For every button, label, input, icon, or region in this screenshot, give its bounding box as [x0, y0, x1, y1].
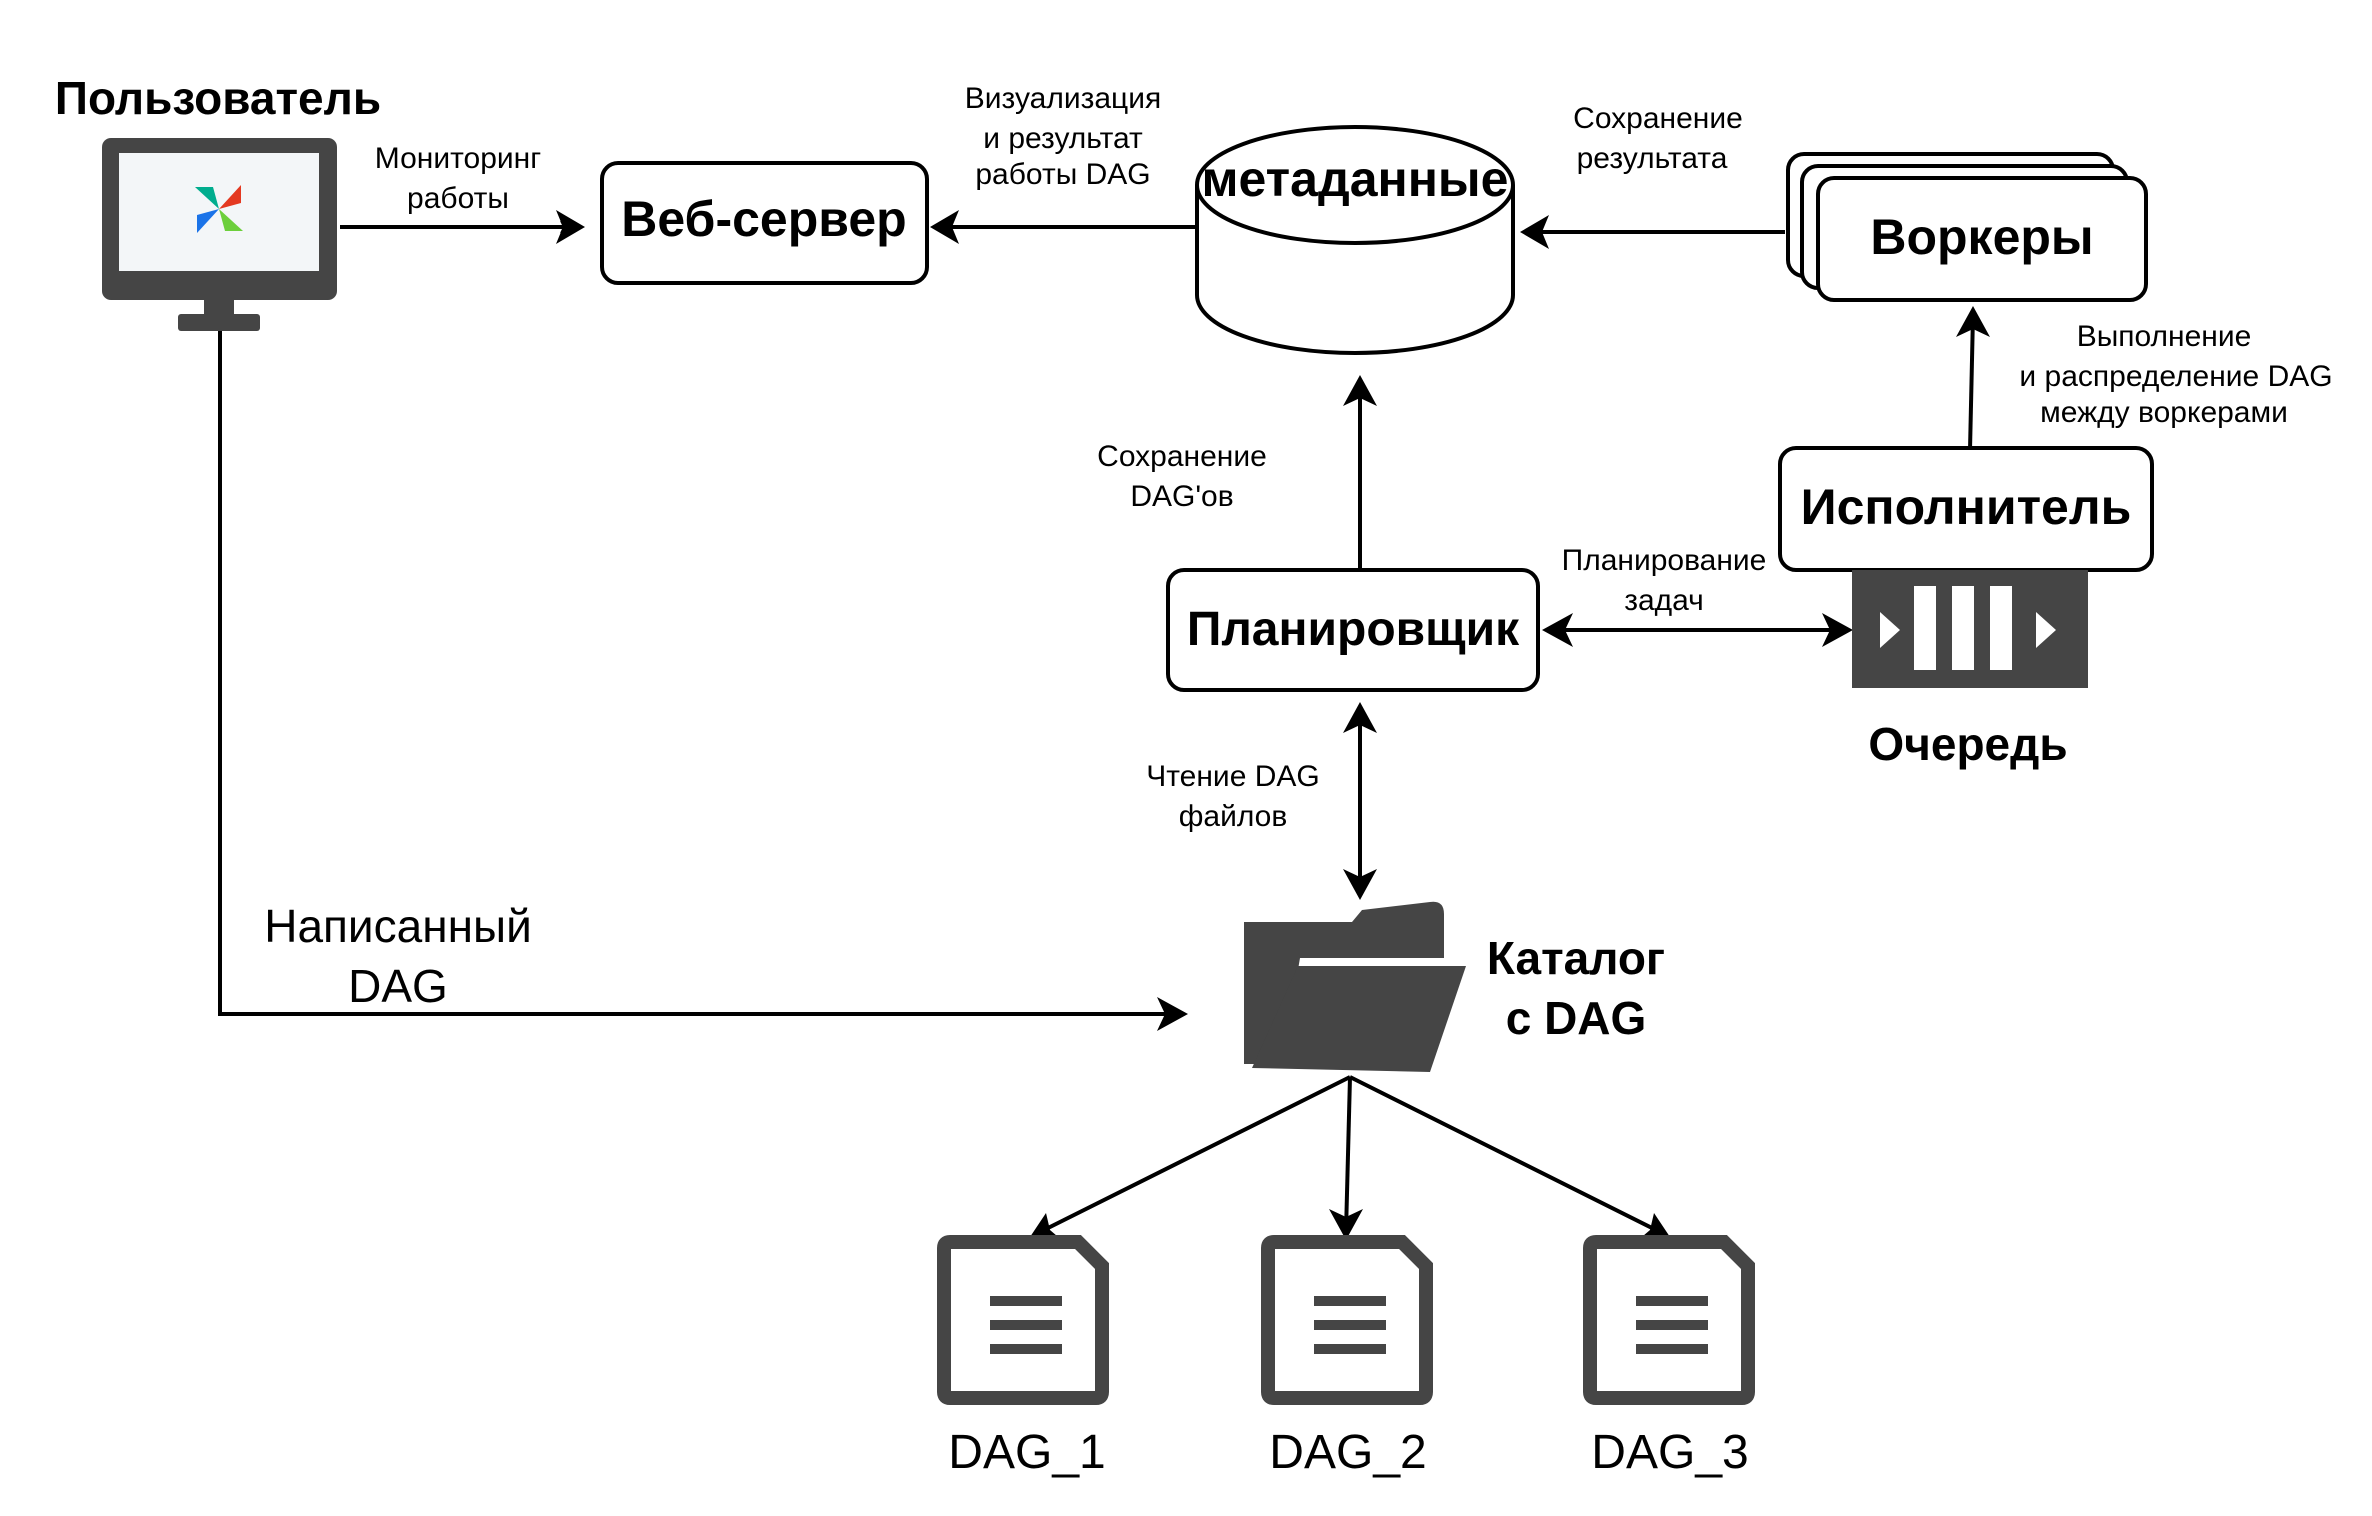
arrowhead-to-workers [1956, 306, 1990, 337]
arrowhead-queue-right [1822, 613, 1853, 647]
node-executor-label: Исполнитель [1801, 479, 2132, 535]
label-save-result-2: результата [1577, 142, 1728, 175]
edge-labels: Мониторинг работы Визуализация и результ… [375, 82, 2333, 833]
label-monitoring-2: работы [407, 182, 509, 215]
dag-file-label-2: DAG_2 [1269, 1426, 1426, 1479]
label-save-dags-2: DAG'ов [1130, 480, 1233, 513]
label-execution-3: между воркерами [2040, 396, 2288, 429]
edge-catalog-to-dag3 [1349, 1075, 1661, 1234]
label-monitoring-1: Мониторинг [375, 142, 541, 175]
dag-document-3 [1583, 1235, 1755, 1405]
edge-catalog-to-dag1 [1039, 1075, 1351, 1234]
label-read-dag-1: Чтение DAG [1146, 760, 1319, 793]
arrowhead-to-metadata-right [1520, 215, 1549, 249]
stacked-cards-icon [1786, 152, 2148, 302]
arrowhead-catalog-down [1343, 869, 1377, 900]
edge-user-to-catalog [218, 330, 1180, 1016]
node-catalog-label-2: с DAG [1506, 992, 1647, 1044]
arrowhead-to-dag3 [1636, 1213, 1672, 1242]
node-metadata-label: метаданные [1202, 151, 1509, 207]
label-execution-1: Выполнение [2077, 320, 2252, 353]
arrowhead-to-catalog [1157, 997, 1188, 1031]
monitor-foot [178, 314, 260, 331]
label-save-result-1: Сохранение [1573, 102, 1743, 135]
arrowheads [556, 210, 1990, 1242]
queue-icon [1852, 570, 2088, 688]
database-cylinder-icon [1195, 125, 1515, 355]
label-written-dag-2: DAG [348, 960, 448, 1012]
airflow-logo-icon [195, 185, 243, 233]
document-icon [1583, 1235, 1755, 1405]
arrowhead-to-webserver [556, 210, 585, 244]
scheduler-box [1166, 568, 1540, 692]
node-webserver-label: Веб-сервер [621, 191, 906, 247]
dag-file-label-1: DAG_1 [948, 1426, 1105, 1479]
arrowhead-catalog-up [1343, 702, 1377, 733]
arrowhead-to-dag2 [1329, 1209, 1363, 1240]
label-visualization-1: Визуализация [965, 82, 1161, 115]
label-planning-2: задач [1624, 584, 1704, 617]
arrowhead-to-metadata-up [1343, 375, 1377, 406]
label-save-dags-1: Сохранение [1097, 440, 1267, 473]
dag-document-1 [937, 1235, 1109, 1405]
dag-file-label-3: DAG_3 [1591, 1426, 1748, 1479]
label-read-dag-2: файлов [1179, 800, 1288, 833]
monitor-screen [119, 153, 319, 271]
document-icon [1261, 1235, 1433, 1405]
edges [218, 221, 1975, 1234]
node-workers-label: Воркеры [1870, 209, 2093, 265]
label-execution-2: и распределение DAG [2019, 360, 2332, 393]
node-user-label: Пользователь [55, 72, 381, 124]
label-visualization-3: работы DAG [975, 158, 1150, 191]
arrowhead-to-webserver-left [930, 210, 959, 244]
monitor-neck [204, 298, 234, 314]
arrowhead-queue-left [1542, 613, 1573, 647]
edge-catalog-to-dag2 [1344, 1076, 1352, 1233]
node-catalog-label-1: Каталог [1487, 932, 1665, 984]
label-written-dag-1: Написанный [264, 900, 532, 952]
node-scheduler-label: Планировщик [1187, 603, 1520, 656]
workers-box [1816, 176, 2148, 302]
arrowhead-to-dag1 [1028, 1213, 1064, 1242]
dag-document-2 [1261, 1235, 1433, 1405]
node-queue-label: Очередь [1868, 718, 2067, 770]
label-visualization-2: и результат [983, 122, 1143, 155]
user-monitor [102, 138, 337, 331]
document-icon [937, 1235, 1109, 1405]
edge-executor-to-workers [1968, 314, 1975, 451]
folder-icon [1244, 901, 1466, 1072]
label-planning-1: Планирование [1562, 544, 1767, 577]
webserver-box [600, 161, 929, 285]
